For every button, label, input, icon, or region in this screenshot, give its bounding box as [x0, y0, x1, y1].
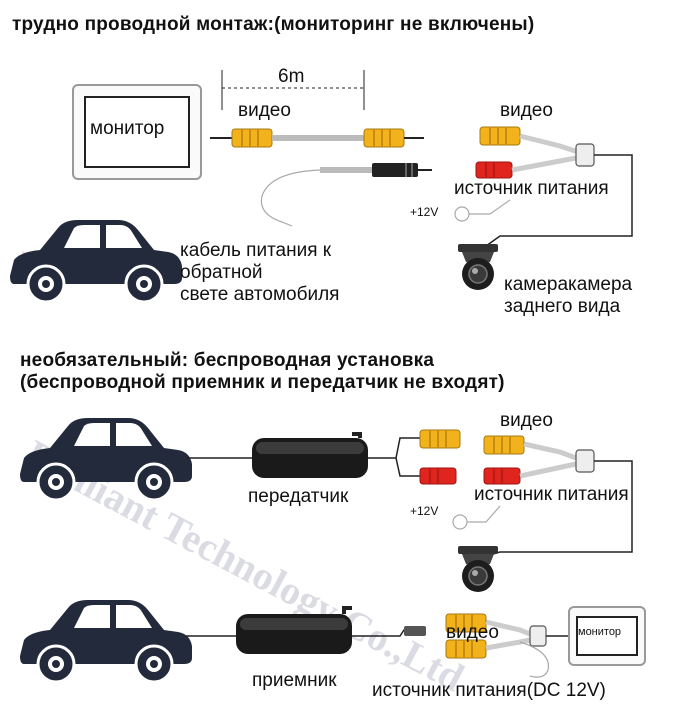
power-cable-label-line: свете автомобиля	[180, 284, 340, 305]
ground-terminal	[452, 514, 468, 530]
receiver-device	[236, 614, 352, 654]
video-label: видео	[446, 622, 499, 643]
cable-splitter	[575, 143, 595, 167]
car-icon	[8, 218, 184, 304]
power-source-label: источник питания(DC 12V)	[372, 680, 606, 701]
monitor-label: монитор	[578, 626, 622, 638]
power-source-label: источник питания	[474, 484, 629, 505]
camera-label-line: заднего вида	[504, 296, 621, 317]
distance-label: 6m	[278, 66, 305, 87]
video-label: видео	[500, 410, 553, 431]
rca-yellow-connector	[479, 126, 521, 146]
car-icon	[18, 416, 194, 502]
ground-terminal	[454, 206, 470, 222]
rca-yellow-connector	[483, 435, 525, 455]
voltage-label: +12V	[410, 504, 439, 518]
power-cable-label-line: обратной	[180, 262, 263, 283]
power-cable-label-line: кабель питания к	[180, 240, 332, 261]
cable-splitter	[529, 625, 547, 647]
section2-heading-line: (беспроводной приемник и передатчик не в…	[20, 372, 505, 393]
transmitter-label: передатчик	[248, 486, 349, 507]
power-wire	[260, 169, 321, 227]
car-icon	[18, 598, 194, 684]
transmitter-device	[252, 438, 368, 478]
rear-camera	[457, 545, 499, 593]
rear-camera	[457, 243, 499, 291]
monitor-frame	[568, 606, 646, 666]
rca-yellow-connector	[419, 429, 461, 449]
rca-yellow-connector	[363, 128, 405, 148]
video-label: видео	[500, 100, 553, 121]
section1-heading: трудно проводной монтаж:(мониторинг не в…	[12, 14, 535, 35]
receiver-label: приемник	[252, 670, 337, 691]
video-label: видео	[238, 100, 291, 121]
camera-label-line: камеракамера	[504, 274, 633, 295]
power-wire	[519, 641, 550, 678]
voltage-label: +12V	[410, 205, 439, 219]
power-source-label: источник питания	[454, 178, 609, 199]
rca-yellow-connector	[231, 128, 273, 148]
rca-red-connector	[419, 467, 457, 485]
camera-cable	[485, 154, 633, 247]
monitor-label: монитор	[90, 118, 165, 139]
monitor-frame	[72, 84, 202, 180]
rca-red-connector	[475, 161, 513, 179]
cable-splitter	[575, 449, 595, 473]
section2-heading-line: необязательный: беспроводная установка	[20, 350, 435, 371]
rca-red-connector	[483, 467, 521, 485]
